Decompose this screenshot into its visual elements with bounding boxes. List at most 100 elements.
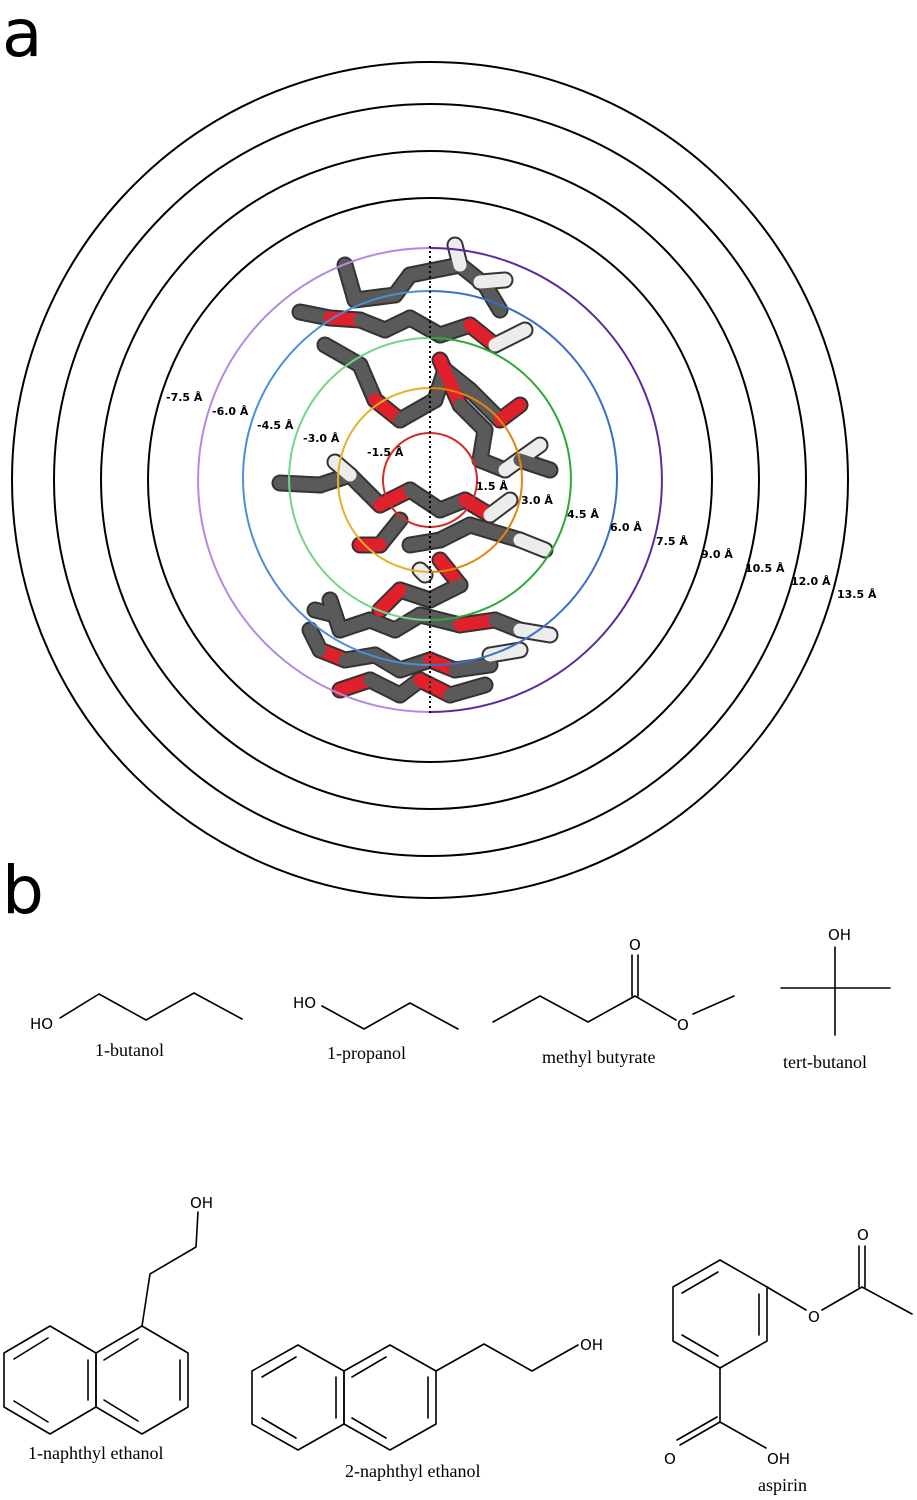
bond-skeleton	[321, 1002, 459, 1030]
ring-label-9.0: 9.0 Å	[701, 548, 733, 561]
ring-label-1.5: 1.5 Å	[476, 480, 508, 493]
molecule-name: 1-propanol	[327, 1043, 406, 1063]
stick-bond-carbon	[448, 658, 497, 677]
stick-bond-carbon	[343, 468, 387, 512]
molecule-name: 1-naphthyl ethanol	[28, 1443, 163, 1463]
ring-label-10.5: 10.5 Å	[745, 562, 785, 575]
structure-aspirin: O O O OH aspirin	[664, 1226, 913, 1495]
atom-label: O	[664, 1450, 676, 1468]
atom-label: HO	[293, 994, 316, 1012]
stick-bond-hydrogen	[513, 533, 552, 557]
ethanol-chain	[435, 1343, 579, 1372]
acetyl-chain	[821, 1286, 913, 1315]
ring-neg-6.0	[242, 290, 431, 666]
bond-skeleton	[59, 992, 243, 1021]
ethanol-chain	[141, 1211, 199, 1327]
stick-bond-oxygen	[493, 398, 527, 427]
molecule-3d-model	[271, 236, 559, 704]
ring-label-7.5: 7.5 Å	[656, 535, 688, 548]
panel-a-label: a	[2, 0, 42, 72]
atom-label: O	[808, 1308, 820, 1326]
ring-label-neg-6.0: -6.0 Å	[212, 405, 249, 418]
double-bond-inner	[351, 1356, 387, 1378]
ring-left	[3, 1325, 97, 1435]
ring-7.5	[429, 247, 663, 713]
ring-label-12.0: 12.0 Å	[791, 575, 831, 588]
stick-bond-carbon	[393, 393, 442, 427]
stick-bond-carbon	[308, 603, 342, 622]
carboxyl-double-1	[679, 1421, 721, 1446]
ring-neg-4.5	[288, 337, 431, 621]
ring-labels: -1.5 Å -3.0 Å -4.5 Å -6.0 Å -7.5 Å 1.5 Å…	[166, 391, 877, 601]
ring-label-neg-3.0: -3.0 Å	[303, 432, 340, 445]
ring-label-3.0: 3.0 Å	[521, 494, 553, 507]
double-bond-inner	[103, 1399, 139, 1422]
ring-4.5	[429, 337, 572, 621]
ring-10.5	[100, 150, 760, 810]
molecule-name: methyl butyrate	[542, 1047, 655, 1067]
ring-1.5	[429, 432, 478, 528]
structure-tert-butanol: OH tert-butanol	[780, 926, 891, 1072]
ring-label-neg-7.5: -7.5 Å	[166, 391, 203, 404]
double-bond-inner	[261, 1356, 297, 1378]
bond-skeleton	[492, 995, 677, 1023]
ester-o-bond	[766, 1286, 807, 1311]
atom-label: HO	[30, 1015, 53, 1033]
carboxyl-chain	[719, 1367, 767, 1449]
ring-label-6.0: 6.0 Å	[610, 521, 642, 534]
ring-label-4.5: 4.5 Å	[567, 508, 599, 521]
bond-methyl	[692, 995, 735, 1015]
stick-bond-carbon	[478, 278, 507, 317]
stick-bond-carbon	[273, 476, 327, 492]
carboxyl-double-2	[676, 1416, 718, 1441]
atom-label: OH	[828, 926, 851, 944]
ring-right	[95, 1325, 189, 1435]
molecule-name: 2-naphthyl ethanol	[345, 1461, 480, 1481]
double-bond-inner	[103, 1338, 139, 1361]
atom-label: O	[857, 1226, 869, 1244]
structure-methyl-butyrate: O O methyl butyrate	[492, 936, 735, 1067]
stick-bond-carbon	[303, 623, 327, 657]
double-bond-inner	[13, 1337, 49, 1360]
atom-label: O	[677, 1016, 689, 1034]
distance-rings	[11, 61, 849, 899]
molecule-name: 1-butanol	[95, 1040, 164, 1060]
double-bond-inner	[681, 1334, 719, 1357]
ring-13.5	[11, 61, 849, 899]
double-bond-inner	[261, 1417, 297, 1439]
stick-bond-oxygen	[373, 583, 407, 617]
stick-bond-carbon	[443, 678, 492, 702]
structure-1-butanol: HO 1-butanol	[30, 992, 243, 1060]
stick-bond-oxygen	[433, 353, 467, 412]
ring-neg-3.0	[337, 387, 431, 573]
stick-bond-carbon	[318, 338, 367, 372]
stick-bond-carbon	[513, 453, 557, 477]
colored-distance-rings	[197, 246, 663, 714]
stick-bond-carbon	[463, 518, 527, 547]
benzene-ring	[672, 1259, 768, 1369]
ring-3.0	[429, 387, 523, 573]
double-bond-inner	[681, 1271, 719, 1294]
stick-bond-hydrogen	[483, 493, 517, 522]
ring-neg-1.5	[382, 432, 431, 528]
atom-label: OH	[767, 1450, 790, 1468]
stick-bond-hydrogen	[488, 323, 532, 352]
panel-b-label: b	[2, 852, 44, 929]
structure-1-propanol: HO 1-propanol	[293, 994, 459, 1063]
double-bond-inner	[351, 1417, 387, 1439]
molecule-name: aspirin	[758, 1475, 807, 1495]
ring-label-13.5: 13.5 Å	[837, 588, 877, 601]
atom-label: O	[629, 936, 641, 954]
structure-1-naphthyl-ethanol: OH 1-naphthyl ethanol	[3, 1194, 213, 1463]
molecule-name: tert-butanol	[783, 1052, 867, 1072]
stick-bond-hydrogen	[328, 455, 357, 482]
ring-left	[251, 1344, 345, 1451]
stick-bond-carbon	[403, 258, 467, 282]
stick-bond-hydrogen	[473, 273, 512, 289]
atom-label: OH	[190, 1194, 213, 1212]
ring-right	[343, 1344, 437, 1451]
ring-9.0	[147, 197, 713, 763]
atom-label: OH	[580, 1336, 603, 1354]
ring-label-neg-4.5: -4.5 Å	[257, 419, 294, 432]
